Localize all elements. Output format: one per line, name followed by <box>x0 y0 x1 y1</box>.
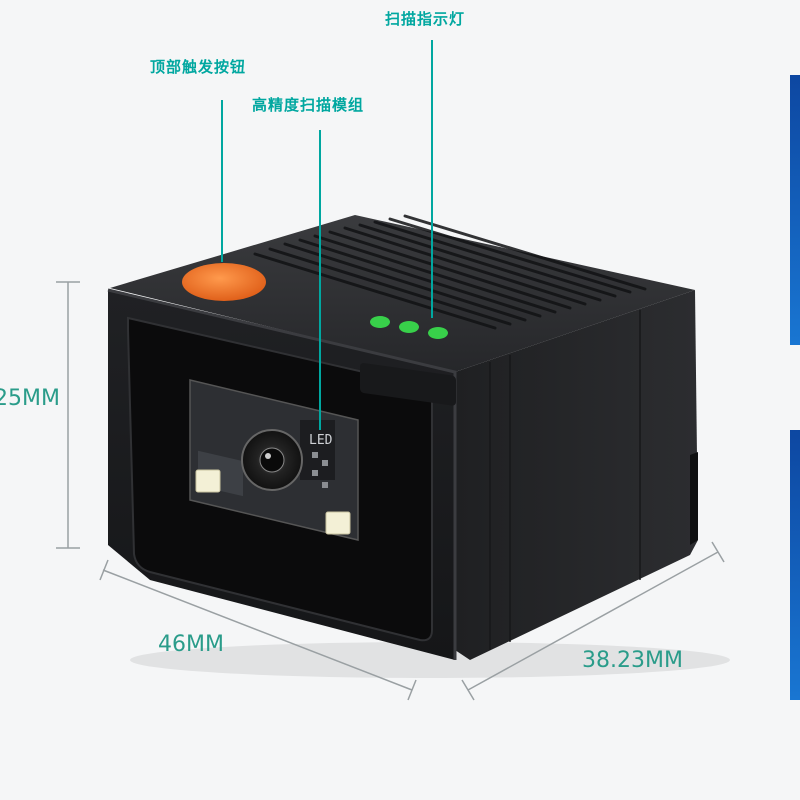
side-accent-panels <box>790 75 800 700</box>
illumination-led-left <box>195 469 221 493</box>
indicator-leds <box>360 316 456 406</box>
heat-sink-ribs <box>253 214 647 330</box>
dim-line-width <box>102 569 413 691</box>
indicator-led-1 <box>370 316 390 328</box>
dimension-depth: 38.23MM <box>582 648 683 673</box>
callout-indicator: 扫描指示灯 <box>385 10 466 28</box>
side-ribs <box>489 310 641 650</box>
dimension-width: 46MM <box>158 632 224 657</box>
scan-module: LED <box>189 379 359 541</box>
indicator-led-3 <box>428 327 448 339</box>
callout-trigger-button: 顶部触发按钮 <box>150 58 247 76</box>
illumination-led-right <box>325 511 351 535</box>
floor-shadow <box>130 642 730 678</box>
module-marking: LED <box>309 433 333 448</box>
side-face <box>455 290 698 660</box>
accent-panel-top <box>790 75 800 345</box>
trigger-button <box>182 263 266 301</box>
dim-line-depth <box>467 551 719 691</box>
indicator-led-2 <box>399 321 419 333</box>
dimension-height: 25MM <box>0 386 60 411</box>
callout-scan-module: 高精度扫描模组 <box>252 96 365 114</box>
accent-panel-bottom <box>790 430 800 700</box>
side-step <box>690 452 698 545</box>
front-bevel <box>107 288 457 660</box>
dimension-lines <box>56 281 725 701</box>
